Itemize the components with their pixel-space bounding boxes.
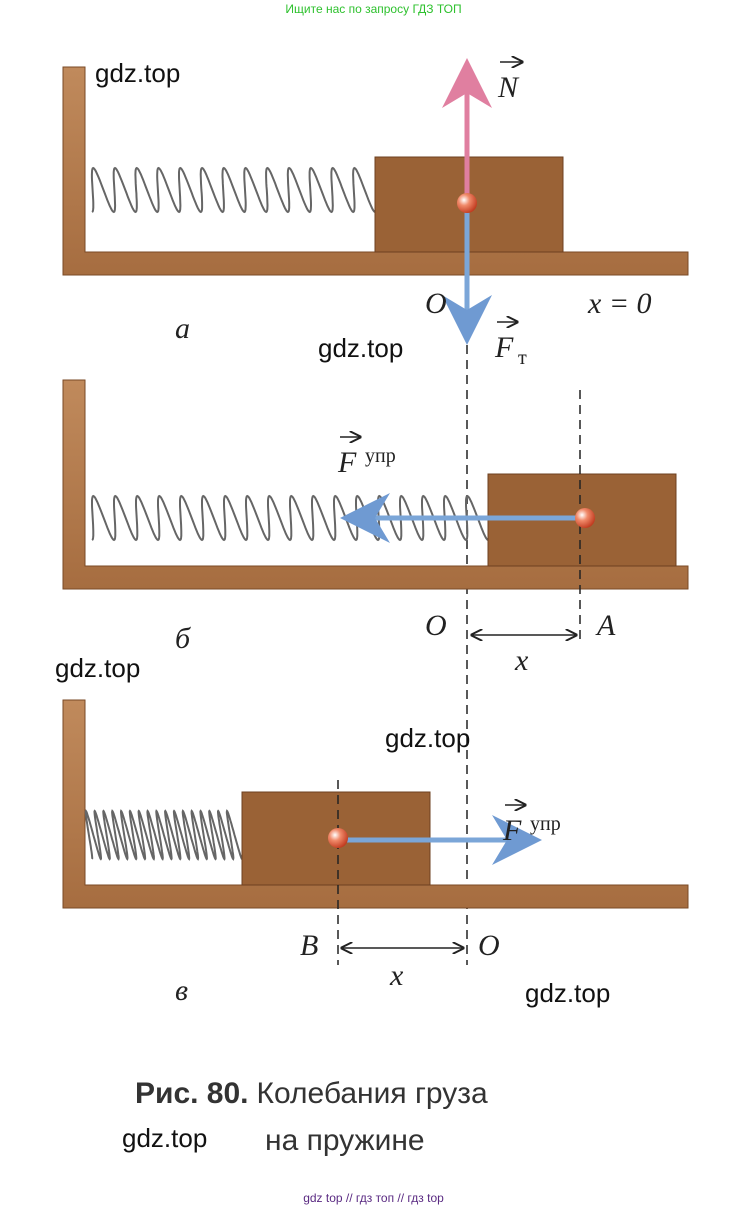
wall-and-floor [62, 699, 689, 909]
panel-c: F упр B O x в [62, 699, 689, 1007]
label-A: A [595, 609, 616, 642]
watermark: gdz.top [95, 58, 180, 88]
panel-letter: б [175, 622, 191, 655]
bottom-note: gdz top // гдз топ // гдз top [303, 1191, 444, 1205]
label-x: x [514, 644, 529, 677]
label-N: N [497, 71, 520, 104]
top-search-note: Ищите нас по запросу ГДЗ ТОП [285, 2, 462, 16]
label-Fupr-sub: упр [530, 813, 561, 835]
panel-letter: а [175, 312, 190, 345]
label-B: B [300, 929, 318, 962]
caption-number: Рис. 80. [135, 1077, 249, 1110]
wall-and-floor [62, 379, 689, 590]
caption-line2: на пружине [265, 1124, 425, 1157]
panel-b: F упр O A x б [62, 379, 689, 677]
watermark: gdz.top [385, 723, 470, 753]
center-of-mass-ball [575, 508, 595, 528]
wall-and-floor [62, 66, 689, 276]
panel-a: N F т O x = 0 а [62, 62, 689, 369]
label-Ft: F [494, 331, 514, 364]
spring [84, 809, 243, 861]
watermark: gdz.top [525, 978, 610, 1008]
label-origin: O [425, 609, 447, 642]
spring [90, 166, 376, 214]
label-x: x [389, 959, 404, 992]
label-Fupr-sub: упр [365, 445, 396, 467]
label-origin: O [478, 929, 500, 962]
label-Fupr: F [502, 814, 522, 847]
watermark: gdz.top [122, 1123, 207, 1153]
spring [91, 494, 489, 542]
label-x-equals-0: x = 0 [587, 287, 652, 320]
watermark: gdz.top [55, 653, 140, 683]
figure-caption: Рис. 80.Колебания груза [135, 1077, 488, 1110]
panel-letter: в [175, 974, 188, 1007]
label-origin: O [425, 287, 447, 320]
watermark: gdz.top [318, 333, 403, 363]
caption-line1: Колебания груза [257, 1077, 488, 1110]
center-of-mass-ball [457, 193, 477, 213]
center-of-mass-ball [328, 828, 348, 848]
label-Fupr: F [337, 446, 357, 479]
label-Ft-sub: т [518, 347, 527, 369]
